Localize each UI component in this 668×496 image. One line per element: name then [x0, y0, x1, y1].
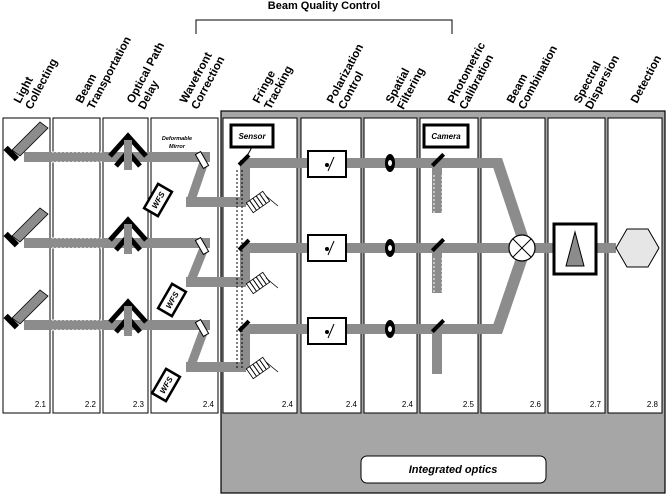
fringe-mirror-icon: [237, 153, 251, 167]
beam-ft-leg-1: [240, 160, 250, 205]
telescope-icon: [3, 289, 49, 330]
piston-actuator-icon: [245, 190, 271, 214]
detector-icon: [615, 228, 660, 268]
wfs-box: WFS: [156, 282, 188, 318]
section-number: 2.3: [133, 400, 145, 409]
beam-ft-leg-2: [240, 245, 250, 285]
beam-row-3-left: [24, 320, 210, 330]
stage-header: LightCollecting: [12, 51, 60, 112]
beam-converge-top: [490, 158, 528, 242]
delay-line-icons: [108, 132, 148, 336]
polarizer-icon: [307, 317, 347, 345]
stage-header: PhotometricCalibration: [446, 40, 500, 112]
beam-quality-control-bracket: Beam Quality Control: [195, 0, 453, 34]
integrated-optics-label-box: [360, 455, 547, 484]
fringe-tracking: Sensor: [229, 123, 279, 380]
beam-converge-bottom: [490, 252, 528, 334]
stage-header: BeamCombination: [505, 38, 560, 112]
pinhole-filter-icon: [385, 239, 395, 257]
beam-paths: [24, 152, 616, 374]
beam-row-1-left: [24, 152, 210, 162]
wfs-box: WFS: [142, 182, 174, 218]
beam-ft-leg-3: [240, 326, 250, 370]
delay-line-icon: [108, 132, 148, 170]
pinhole-filter-icon: [385, 320, 395, 338]
beam-splitter-icon: [430, 152, 446, 168]
telescope-icon: [3, 121, 49, 162]
stage-column: [52, 117, 101, 414]
section-number: 2.2: [85, 400, 97, 409]
section-number: 2.4: [346, 400, 358, 409]
diagram-title: Beam Quality Control: [268, 0, 380, 12]
beam-row-1-mid: [186, 197, 246, 207]
fringe-mirror-icon: [237, 319, 251, 333]
beam-splitter-icon: [430, 237, 446, 253]
section-number: 2.7: [590, 400, 602, 409]
polarization-control: [307, 150, 347, 345]
wfs-box: WFS: [150, 367, 182, 403]
stage-column: [102, 117, 149, 414]
photometric-calibration: Camera: [422, 123, 470, 334]
integrated-optics-label: Integrated optics: [409, 464, 498, 476]
stage-header: SpectralDispersion: [572, 47, 622, 111]
actuator-arrows: [265, 195, 279, 373]
section-numbers: 2.1 2.2 2.3 2.4 2.4 2.4 2.4 2.5 2.6 2.7 2.8: [35, 400, 659, 409]
beam-row-3-mid: [186, 362, 246, 372]
photometric-leg-2: [432, 253, 442, 293]
beam-row-2-right: [246, 243, 510, 253]
beam-to-detector: [596, 243, 616, 253]
beam-after-combiner: [534, 243, 556, 253]
beam-row-3-right: [246, 324, 496, 334]
camera-label: Camera: [431, 132, 461, 141]
beam-dm-leg-1: [186, 160, 208, 205]
stage-header: Detection: [629, 54, 664, 106]
deformable-mirror-icon: [194, 236, 210, 256]
polarizer-icon: [307, 150, 347, 178]
beam-row-2-left: [24, 238, 210, 248]
photometric-leg-1: [432, 168, 442, 213]
fringe-mirror-icon: [237, 238, 251, 252]
section-number: 2.4: [402, 400, 414, 409]
stage-header: SpatialFiltering: [384, 60, 427, 112]
deformable-mirror-icon: [194, 318, 210, 338]
piston-actuator-icon: [245, 356, 271, 380]
stage-header: Optical PathDelay: [125, 41, 179, 112]
stage-header: FringeTracking: [251, 58, 295, 112]
transport-dotted-lines: [52, 151, 102, 331]
telescope-icons: [3, 121, 49, 330]
delay-line-icon: [108, 216, 148, 254]
delay-line-icon: [108, 298, 148, 336]
deformable-mirror-icon: [194, 150, 210, 170]
section-number: 2.5: [463, 400, 475, 409]
stage-header: PolarizationControl: [325, 42, 378, 111]
stage-column: [2, 117, 51, 414]
stage-header: WavefrontCorrection: [178, 48, 227, 111]
prism-icon: [552, 222, 598, 276]
section-number: 2.1: [35, 400, 47, 409]
telescope-icon: [3, 207, 49, 248]
section-number: 2.4: [282, 400, 294, 409]
beam-row-1-right: [246, 158, 496, 168]
polarizer-icon: [307, 234, 347, 262]
beam-row-2-mid: [186, 277, 246, 287]
beam-dm-leg-3: [186, 328, 208, 370]
pinhole-filter-icon: [385, 154, 395, 172]
beam-dm-leg-2: [186, 246, 208, 285]
spatial-filtering: [385, 154, 395, 338]
photometric-leg-3: [432, 334, 442, 374]
beam-combiner-icon: [508, 234, 536, 262]
sensor-label: Sensor: [238, 132, 266, 141]
section-number: 2.8: [647, 400, 659, 409]
section-number: 2.4: [203, 400, 215, 409]
section-number: 2.6: [530, 400, 542, 409]
camera-box: [422, 123, 470, 149]
piston-actuator-icon: [245, 271, 271, 295]
beam-splitter-icon: [430, 318, 446, 334]
